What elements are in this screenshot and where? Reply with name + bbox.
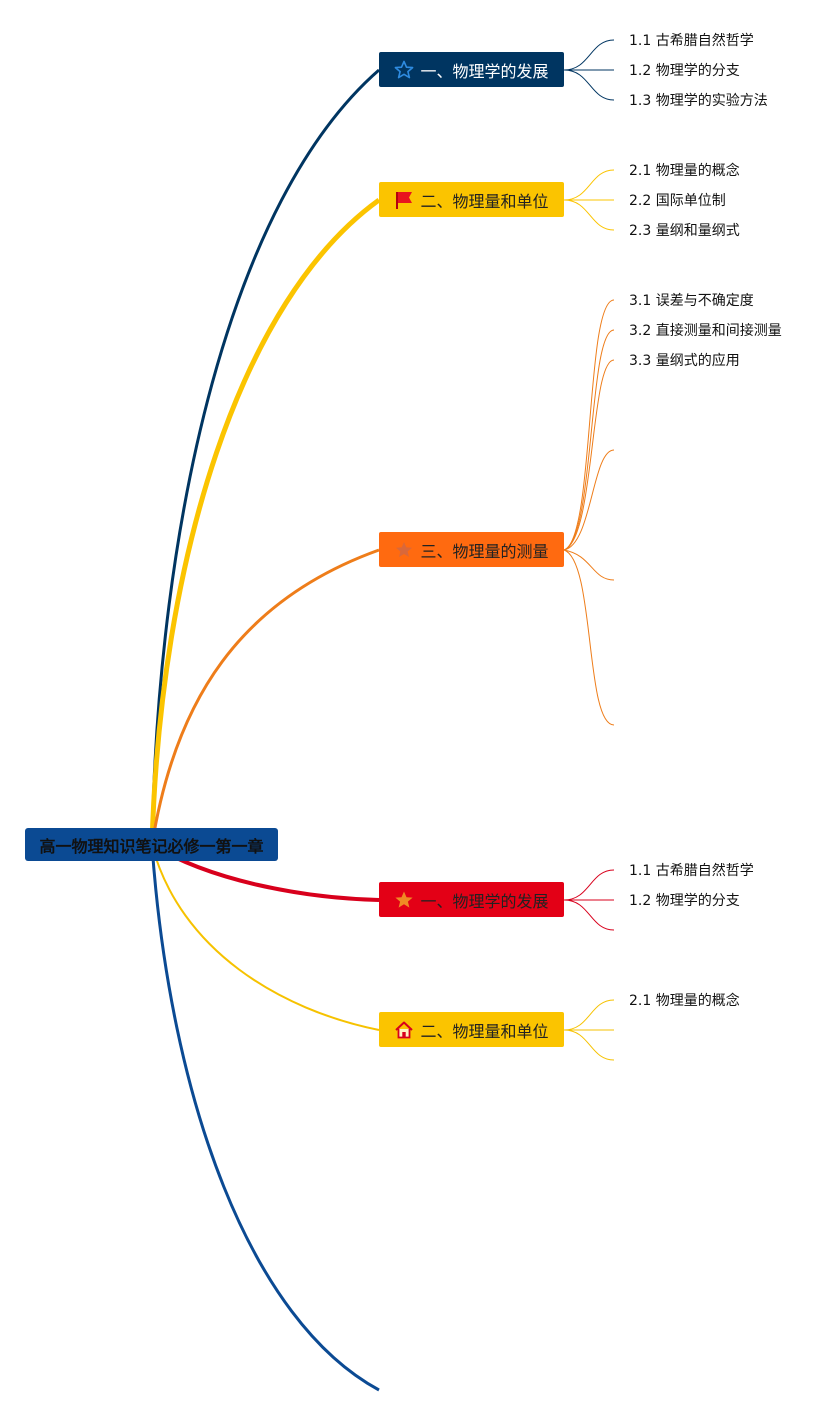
subtopic-3-3[interactable]: 3.3 量纲式的应用: [629, 353, 740, 369]
branch-topic-4-label: 一、物理学的发展: [420, 891, 549, 911]
orange-star-icon: [394, 890, 414, 910]
edge-b4-extra-1: [563, 899, 615, 931]
branch-topic-5-label: 二、物理量和单位: [420, 1021, 549, 1041]
subtopic-5-1[interactable]: 2.1 物理量的概念: [629, 993, 740, 1009]
edge-b1-leaf-3: [563, 69, 615, 101]
branch-topic-3-label: 三、物理量的测量: [420, 541, 549, 561]
dim-star-icon: [394, 540, 414, 560]
subtopic-4-2[interactable]: 1.2 物理学的分支: [629, 893, 740, 909]
branch-topic-2-label: 二、物理量和单位: [420, 191, 549, 211]
edge-b3-extra-3: [563, 549, 615, 726]
subtopic-3-1[interactable]: 3.1 误差与不确定度: [629, 293, 754, 309]
subtopic-2-3[interactable]: 2.3 量纲和量纲式: [629, 223, 740, 239]
edge-b3-extra-1: [563, 449, 615, 551]
edge-b3-extra-2: [563, 549, 615, 581]
edge-b5-leaf-1: [563, 999, 615, 1031]
branch-topic-4[interactable]: 一、物理学的发展: [379, 882, 564, 917]
red-flag-icon: [394, 190, 414, 210]
branch-topic-1-label: 一、物理学的发展: [420, 61, 549, 81]
branch-topic-1[interactable]: 一、物理学的发展: [379, 52, 564, 87]
edge-root-branch-5: [151, 844, 380, 1031]
subtopic-1-1[interactable]: 1.1 古希腊自然哲学: [629, 33, 754, 49]
subtopic-1-2[interactable]: 1.2 物理学的分支: [629, 63, 740, 79]
subtopic-1-3[interactable]: 1.3 物理学的实验方法: [629, 93, 768, 109]
root-topic-label: 高一物理知识笔记必修一第一章: [39, 836, 264, 856]
edge-root-tail: [150, 844, 380, 1392]
edge-root-branch-1: [150, 68, 380, 846]
star-outline-icon: [394, 60, 414, 80]
edge-root-branch-2: [149, 197, 381, 846]
subtopic-2-2[interactable]: 2.2 国际单位制: [629, 193, 726, 209]
edge-root-branch-3: [150, 548, 380, 846]
subtopic-4-1[interactable]: 1.1 古希腊自然哲学: [629, 863, 754, 879]
edge-b2-leaf-3: [563, 199, 615, 231]
edge-b2-leaf-1: [563, 169, 615, 201]
branch-topic-2[interactable]: 二、物理量和单位: [379, 182, 564, 217]
edge-b3-leaf-3: [563, 359, 615, 551]
edge-b1-leaf-1: [563, 39, 615, 71]
branch-topic-5[interactable]: 二、物理量和单位: [379, 1012, 564, 1047]
branch-topic-3[interactable]: 三、物理量的测量: [379, 532, 564, 567]
house-icon: [394, 1020, 414, 1040]
subtopic-3-2[interactable]: 3.2 直接测量和间接测量: [629, 323, 782, 339]
edge-b3-leaf-1: [563, 299, 615, 551]
edge-b5-extra-2: [563, 1029, 615, 1061]
edge-b4-leaf-1: [563, 869, 615, 901]
edge-b3-leaf-2: [563, 329, 615, 551]
subtopic-2-1[interactable]: 2.1 物理量的概念: [629, 163, 740, 179]
root-topic[interactable]: 高一物理知识笔记必修一第一章: [25, 828, 278, 861]
